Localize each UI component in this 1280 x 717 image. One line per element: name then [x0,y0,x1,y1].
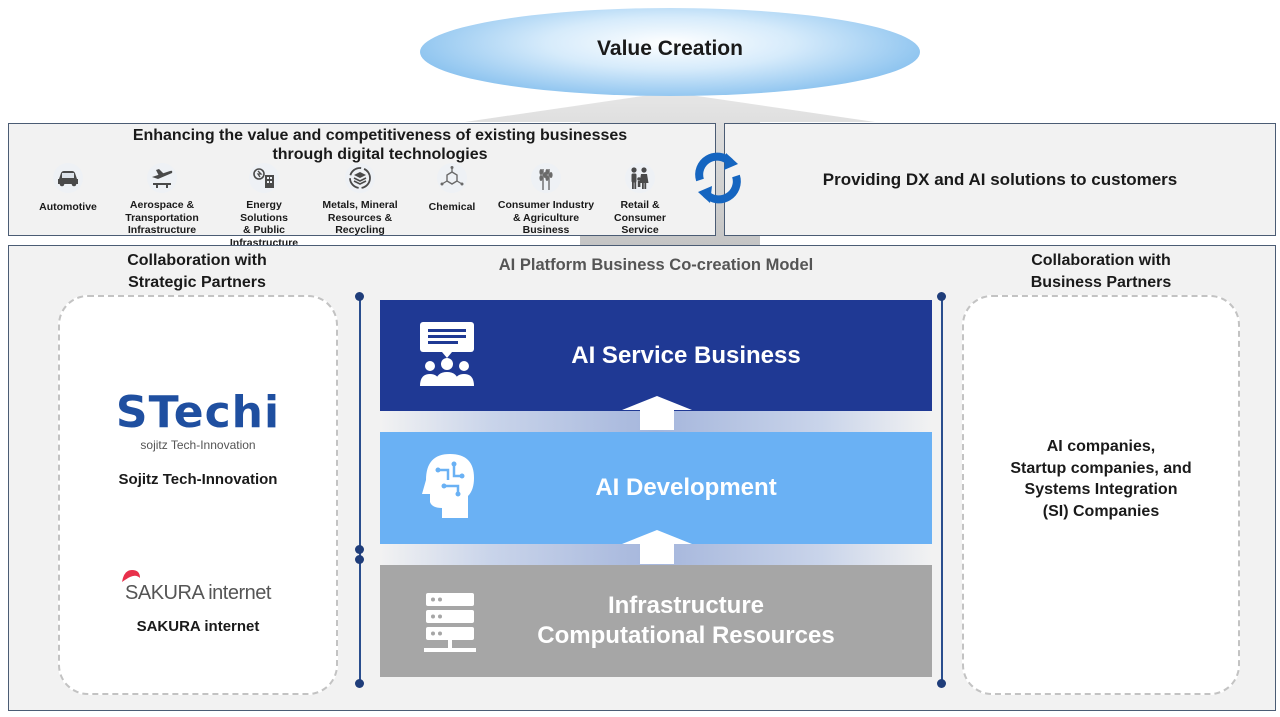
industry-label-line: Metals, Mineral [322,199,398,211]
industry-label-line: Consumer [614,211,666,224]
right-connector-line [941,297,943,683]
existing-business-title-line1: Enhancing the value and competitiveness … [132,127,628,144]
business-partners-title-line2: Business Partners [1030,274,1172,291]
layer-up-arrow [622,530,692,564]
stechi-name: Sojitz Tech-Innovation [118,471,278,488]
sakura-logo: SAKURA internet [58,568,338,608]
connector-dot [355,292,364,301]
industry-energy: Energy Solutions & Public Infrastructure [222,163,306,249]
industry-label: Chemical [428,201,476,213]
recycling-layers-icon [345,163,375,193]
industry-label-line: & Agriculture [512,211,580,224]
business-partners-title-line1: Collaboration with [1031,252,1171,269]
ai-head-icon [422,454,474,518]
business-partner-line: (SI) Companies [1042,502,1160,520]
infrastructure-title-line2: Computational Resources [537,622,835,649]
business-partner-line: Systems Integration [1024,481,1178,498]
left-connector-line [359,553,361,683]
cycle-arrows-icon [695,152,741,204]
infrastructure-title: Infrastructure Computational Resources [440,591,932,651]
strategic-partners-title: Collaboration with Strategic Partners [56,250,338,294]
connector-dot [355,555,364,564]
industry-label-line: & Public [242,224,285,236]
sakura-petal-icon [122,570,140,582]
stechi-logo-text: STechi [115,387,281,438]
molecule-icon [437,163,467,193]
business-partners-list: AI companies, Startup companies, and Sys… [962,436,1240,522]
airplane-icon [147,163,177,193]
infrastructure-layer: Infrastructure Computational Resources [380,565,932,677]
left-connector-line [359,297,361,553]
industry-label-line: Recycling [335,224,385,236]
industry-label-line: Aerospace & [129,199,195,211]
business-partners-title: Collaboration with Business Partners [962,250,1240,294]
dx-solutions-box [724,123,1276,236]
value-creation-title: Value Creation [597,37,743,60]
strategic-partners-title-line2: Strategic Partners [128,274,266,291]
dx-solutions-text: Providing DX and AI solutions to custome… [822,169,1178,189]
strategic-partners-title-line1: Collaboration with [127,252,267,269]
industry-label-line: Service [621,224,659,236]
connector-dot [937,292,946,301]
existing-business-title-line2: through digital technologies [272,146,488,163]
car-icon [53,163,83,193]
ai-development-title: AI Development [595,474,777,501]
ai-development-layer: AI Development [380,432,932,544]
infrastructure-title-line1: Infrastructure [607,592,765,619]
stechi-logo-subtitle: sojitz Tech-Innovation [140,438,256,452]
strategic-partners-panel [58,295,338,695]
connector-dot [937,679,946,688]
connector-dot [355,545,364,554]
industry-label-line: Consumer Industry [497,199,595,211]
existing-business-title: Enhancing the value and competitiveness … [8,126,752,164]
business-partner-line: Startup companies, and [1010,459,1192,477]
industry-retail: Retail & Consumer Service [598,163,682,237]
energy-building-icon [249,163,279,193]
business-partner-line: AI companies, [1046,438,1156,455]
ai-service-business-title: AI Service Business [571,341,801,369]
business-partners-panel [962,295,1240,695]
industry-label-line: Energy Solutions [240,199,288,224]
industry-label: Automotive [39,201,97,213]
industry-label-line: Business [522,224,570,236]
sakura-logo-text: SAKURA internet [125,582,271,604]
industry-consumer-agriculture: Consumer Industry & Agriculture Business [492,163,600,237]
industry-aerospace: Aerospace & Transportation Infrastructur… [120,163,204,237]
presentation-audience-icon [420,322,474,386]
server-rack-icon [424,593,476,652]
industry-label-line: Infrastructure [127,224,197,236]
stechi-logo: STechi sojitz Tech-Innovation [58,387,338,453]
connector-dot [355,679,364,688]
family-icon [625,163,655,193]
industry-chemical: Chemical [410,163,494,214]
ai-service-business-layer: AI Service Business [380,300,932,411]
platform-model-title: AI Platform Business Co-creation Model [498,256,814,274]
layer-up-arrow [622,396,692,430]
industry-label-line: Transportation [125,211,199,224]
industry-automotive: Automotive [26,163,110,214]
industry-metals: Metals, Mineral Resources & Recycling [318,163,402,237]
value-creation-ellipse: Value Creation [420,8,920,96]
sakura-name: SAKURA internet [136,618,260,635]
industry-label-line: Retail & [620,199,660,211]
wheat-icon [531,163,561,193]
industry-label-line: Resources & [327,211,393,224]
